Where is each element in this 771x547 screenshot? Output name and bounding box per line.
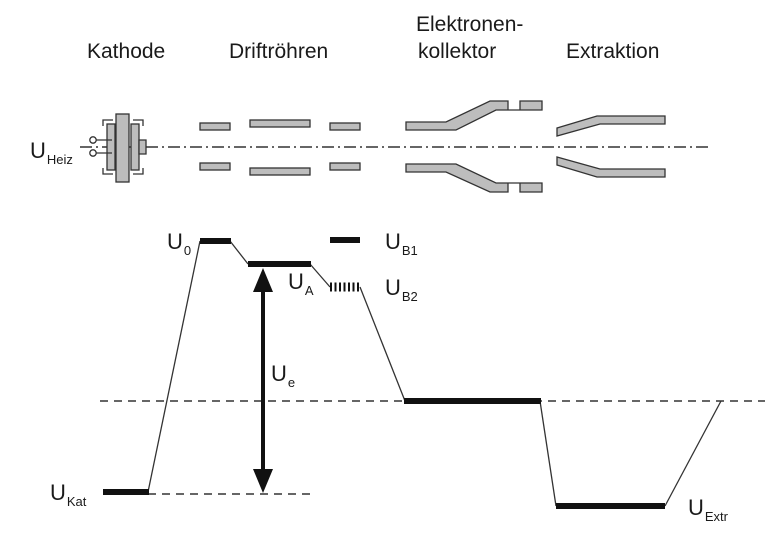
header-drift-tubes: Driftröhren xyxy=(229,40,328,63)
heater-terminal-top xyxy=(89,136,97,144)
potential-drop-to-collector xyxy=(359,286,406,402)
label-u-b2: UB2 xyxy=(385,275,418,304)
collector-bottom xyxy=(405,163,543,193)
label-u-b1: UB1 xyxy=(385,229,418,258)
electron-collector xyxy=(405,100,543,193)
cathode-tip xyxy=(138,139,147,155)
cathode-left-plate xyxy=(106,123,116,171)
drift-tube-1-bottom xyxy=(199,162,231,171)
drift-tube-1-top xyxy=(199,122,231,131)
label-u-extr: UExtr xyxy=(688,495,729,524)
potential-rise-to-u0 xyxy=(147,240,201,493)
header-cathode: Kathode xyxy=(87,40,165,63)
extraction-top xyxy=(556,115,666,137)
extraction-bottom xyxy=(556,156,666,178)
cathode-right-plate xyxy=(130,123,140,171)
ue-arrowhead-up xyxy=(253,268,273,292)
label-u-a: UA xyxy=(288,269,314,298)
drift-tube-2-top xyxy=(249,119,311,128)
header-collector-line2: kollektor xyxy=(418,40,496,63)
heater-terminal-bottom xyxy=(89,149,97,157)
drift-tube-2-bottom xyxy=(249,167,311,176)
label-u-heiz: UHeiz xyxy=(30,138,73,167)
label-u-kat: UKat xyxy=(50,480,87,509)
drift-tubes xyxy=(199,119,361,176)
drift-tube-3-bottom xyxy=(329,162,361,171)
cathode-left-bracket xyxy=(102,119,113,175)
extraction-electrodes xyxy=(556,115,666,178)
ue-arrowhead-down xyxy=(253,469,273,493)
cathode-assembly xyxy=(89,113,147,183)
potential-step-u0-ua xyxy=(229,240,249,265)
cathode-body xyxy=(115,113,130,183)
potential-step-ua-ub2 xyxy=(309,263,331,288)
label-u-e: Ue xyxy=(271,361,295,390)
header-collector-line1: Elektronen- xyxy=(416,13,523,36)
potential-rise-to-ground xyxy=(664,400,722,507)
ue-double-arrow xyxy=(253,268,273,493)
label-u0: U0 xyxy=(167,229,191,258)
collector-top xyxy=(405,100,543,131)
cathode-right-bracket xyxy=(133,119,144,175)
header-extraction: Extraktion xyxy=(566,40,659,63)
potential-drop-to-extraction xyxy=(539,400,557,507)
drift-tube-3-top xyxy=(329,122,361,131)
